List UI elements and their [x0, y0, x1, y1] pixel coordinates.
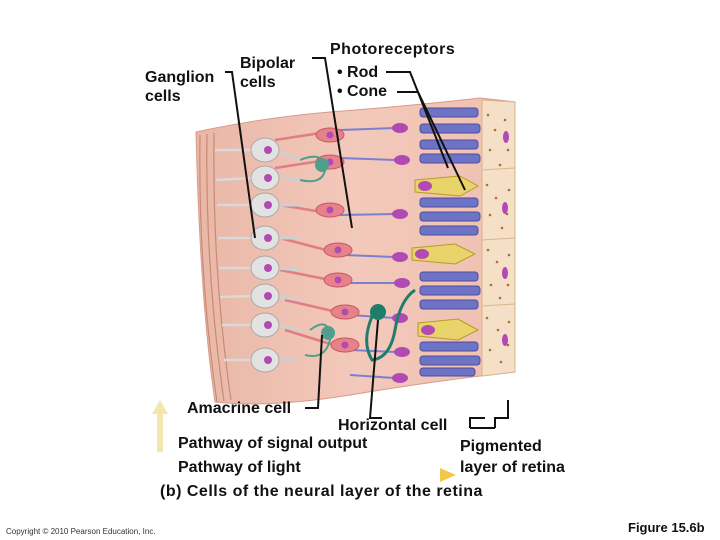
rod-cells — [339, 107, 481, 383]
limiting-membrane — [199, 132, 232, 403]
pathway-signal-arrow — [152, 400, 430, 453]
pigmented-layer — [481, 99, 516, 377]
pathway-light-arrow — [170, 468, 456, 482]
copyright-notice: Copyright © 2010 Pearson Education, Inc. — [6, 527, 156, 536]
pathway-signal-label: Pathway of signal output — [178, 435, 368, 452]
cone-cells — [411, 175, 480, 341]
figure-caption: (b) Cells of the neural layer of the ret… — [160, 483, 483, 500]
amacrine-label: Amacrine cell — [187, 400, 292, 417]
bipolar-label-line2: cells — [240, 74, 276, 91]
pathway-light-label: Pathway of light — [178, 459, 301, 476]
ganglion-cells — [250, 137, 301, 373]
ganglion-label-line1: Ganglion — [145, 69, 215, 86]
photoreceptors-label: Photoreceptors — [330, 41, 456, 58]
pigmented-label-line1: Pigmented — [460, 438, 542, 455]
figure-number: Figure 15.6b — [628, 520, 705, 535]
cone-label: • Cone — [337, 83, 388, 100]
leader-lines — [225, 57, 509, 429]
rod-label: • Rod — [337, 64, 379, 81]
bipolar-label-line1: Bipolar — [240, 55, 296, 72]
ganglion-label: Ganglion cells — [145, 68, 214, 106]
pigmented-label-line2: layer of retina — [460, 459, 565, 476]
horizontal-label: Horizontal cell — [338, 417, 448, 434]
ganglion-label-line2: cells — [145, 88, 181, 105]
nerve-fibers — [215, 148, 253, 362]
bipolar-label: Bipolar cells — [240, 54, 295, 92]
amacrine-cells — [299, 155, 335, 357]
horizontal-cell — [365, 288, 416, 362]
